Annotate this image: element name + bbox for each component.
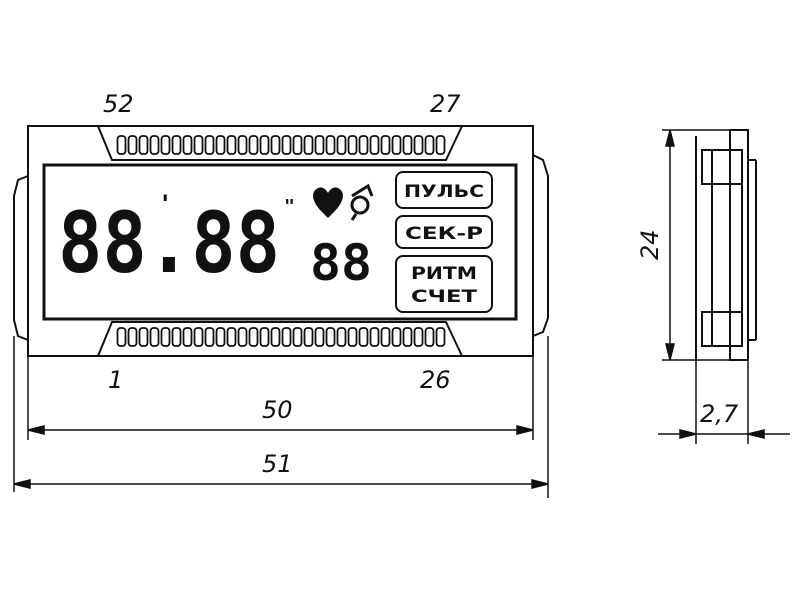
pin-label-27: 27 <box>430 90 461 118</box>
main-small-mark: ' <box>158 190 172 218</box>
pin-contact <box>204 135 215 155</box>
pin-contact <box>259 327 270 347</box>
pin-contact <box>413 135 424 155</box>
pin-label-26: 26 <box>420 366 451 394</box>
rhythm-label-line1: РИТМ <box>411 264 477 284</box>
pin-contact <box>402 327 413 347</box>
pin-contact <box>226 135 237 155</box>
side-view <box>695 129 757 361</box>
pin-contact <box>270 327 281 347</box>
pin-contact <box>226 327 237 347</box>
pin-contact <box>413 327 424 347</box>
pin-contact <box>149 327 160 347</box>
pin-contact <box>435 327 446 347</box>
heart-icon <box>313 187 343 218</box>
pin-contact <box>303 135 314 155</box>
pin-contact <box>336 327 347 347</box>
pin-label-1: 1 <box>108 366 123 394</box>
pin-contact <box>391 135 402 155</box>
lcd-window <box>42 163 518 321</box>
arrow-2-7-left <box>679 429 697 439</box>
pin-contact <box>182 327 193 347</box>
pin-contact <box>424 135 435 155</box>
pin-contact <box>215 135 226 155</box>
pin-contact <box>248 327 259 347</box>
arrow-50-right <box>516 425 534 435</box>
arrow-24-bottom <box>665 343 675 361</box>
pin-contact <box>171 135 182 155</box>
pin-contact <box>424 327 435 347</box>
pin-contact <box>325 135 336 155</box>
pin-contact <box>138 327 149 347</box>
arrow-51-right <box>531 479 549 489</box>
pin-contact <box>402 135 413 155</box>
arrow-51-left <box>13 479 31 489</box>
pin-contact <box>358 327 369 347</box>
right-side-tab <box>532 154 549 337</box>
pin-contact <box>347 327 358 347</box>
pin-label-52: 52 <box>103 90 134 118</box>
dim-label-24: 24 <box>636 229 664 260</box>
sec-label: СЕК-Р <box>405 224 483 244</box>
pin-contact <box>193 327 204 347</box>
pin-contact <box>281 327 292 347</box>
pin-contact <box>182 135 193 155</box>
pin-contact <box>259 135 270 155</box>
main-right-mark: " <box>284 196 295 217</box>
pin-contact <box>248 135 259 155</box>
pin-contact <box>336 135 347 155</box>
tilde-bell-icon <box>350 183 374 221</box>
pin-contact <box>369 327 380 347</box>
pin-contact <box>138 135 149 155</box>
pin-contact <box>270 135 281 155</box>
top-pin-row <box>116 135 446 155</box>
pin-contact <box>204 327 215 347</box>
pin-contact <box>160 327 171 347</box>
pin-contact <box>160 135 171 155</box>
main-digits: 88.88 <box>58 194 280 292</box>
pin-contact <box>116 327 127 347</box>
pin-contact <box>171 327 182 347</box>
dim-label-2-7: 2,7 <box>700 400 739 428</box>
pin-contact <box>193 135 204 155</box>
pin-contact <box>127 135 138 155</box>
sec-label-box <box>395 215 493 249</box>
rhythm-label-line2: СЧЕТ <box>411 287 478 307</box>
pin-contact <box>325 327 336 347</box>
pin-contact <box>127 327 138 347</box>
pin-contact <box>391 327 402 347</box>
pin-contact <box>314 135 325 155</box>
pin-contact <box>237 135 248 155</box>
pin-contact <box>303 327 314 347</box>
pin-contact <box>380 135 391 155</box>
dim-label-51: 51 <box>262 450 293 478</box>
bottom-pin-area <box>97 321 463 357</box>
pin-contact <box>237 327 248 347</box>
bottom-pin-row <box>116 327 446 347</box>
pin-contact <box>314 327 325 347</box>
dim-label-50: 50 <box>262 396 293 424</box>
pin-contact <box>380 327 391 347</box>
pulse-label-box <box>395 171 493 209</box>
pin-contact <box>149 135 160 155</box>
pin-contact <box>281 135 292 155</box>
pin-contact <box>292 327 303 347</box>
arrow-2-7-right <box>747 429 765 439</box>
pin-contact <box>116 135 127 155</box>
sub-digits: 88 <box>310 234 372 292</box>
pin-contact <box>292 135 303 155</box>
pin-contact <box>215 327 226 347</box>
pin-contact <box>369 135 380 155</box>
pulse-label: ПУЛЬС <box>404 182 484 202</box>
top-pin-area <box>97 125 463 161</box>
left-side-tab <box>13 175 29 341</box>
pin-contact <box>435 135 446 155</box>
pin-contact <box>347 135 358 155</box>
arrow-24-top <box>665 129 675 147</box>
rhythm-label-box <box>395 255 493 313</box>
pin-contact <box>358 135 369 155</box>
arrow-50-left <box>27 425 45 435</box>
lcd-outer-frame <box>27 125 534 357</box>
